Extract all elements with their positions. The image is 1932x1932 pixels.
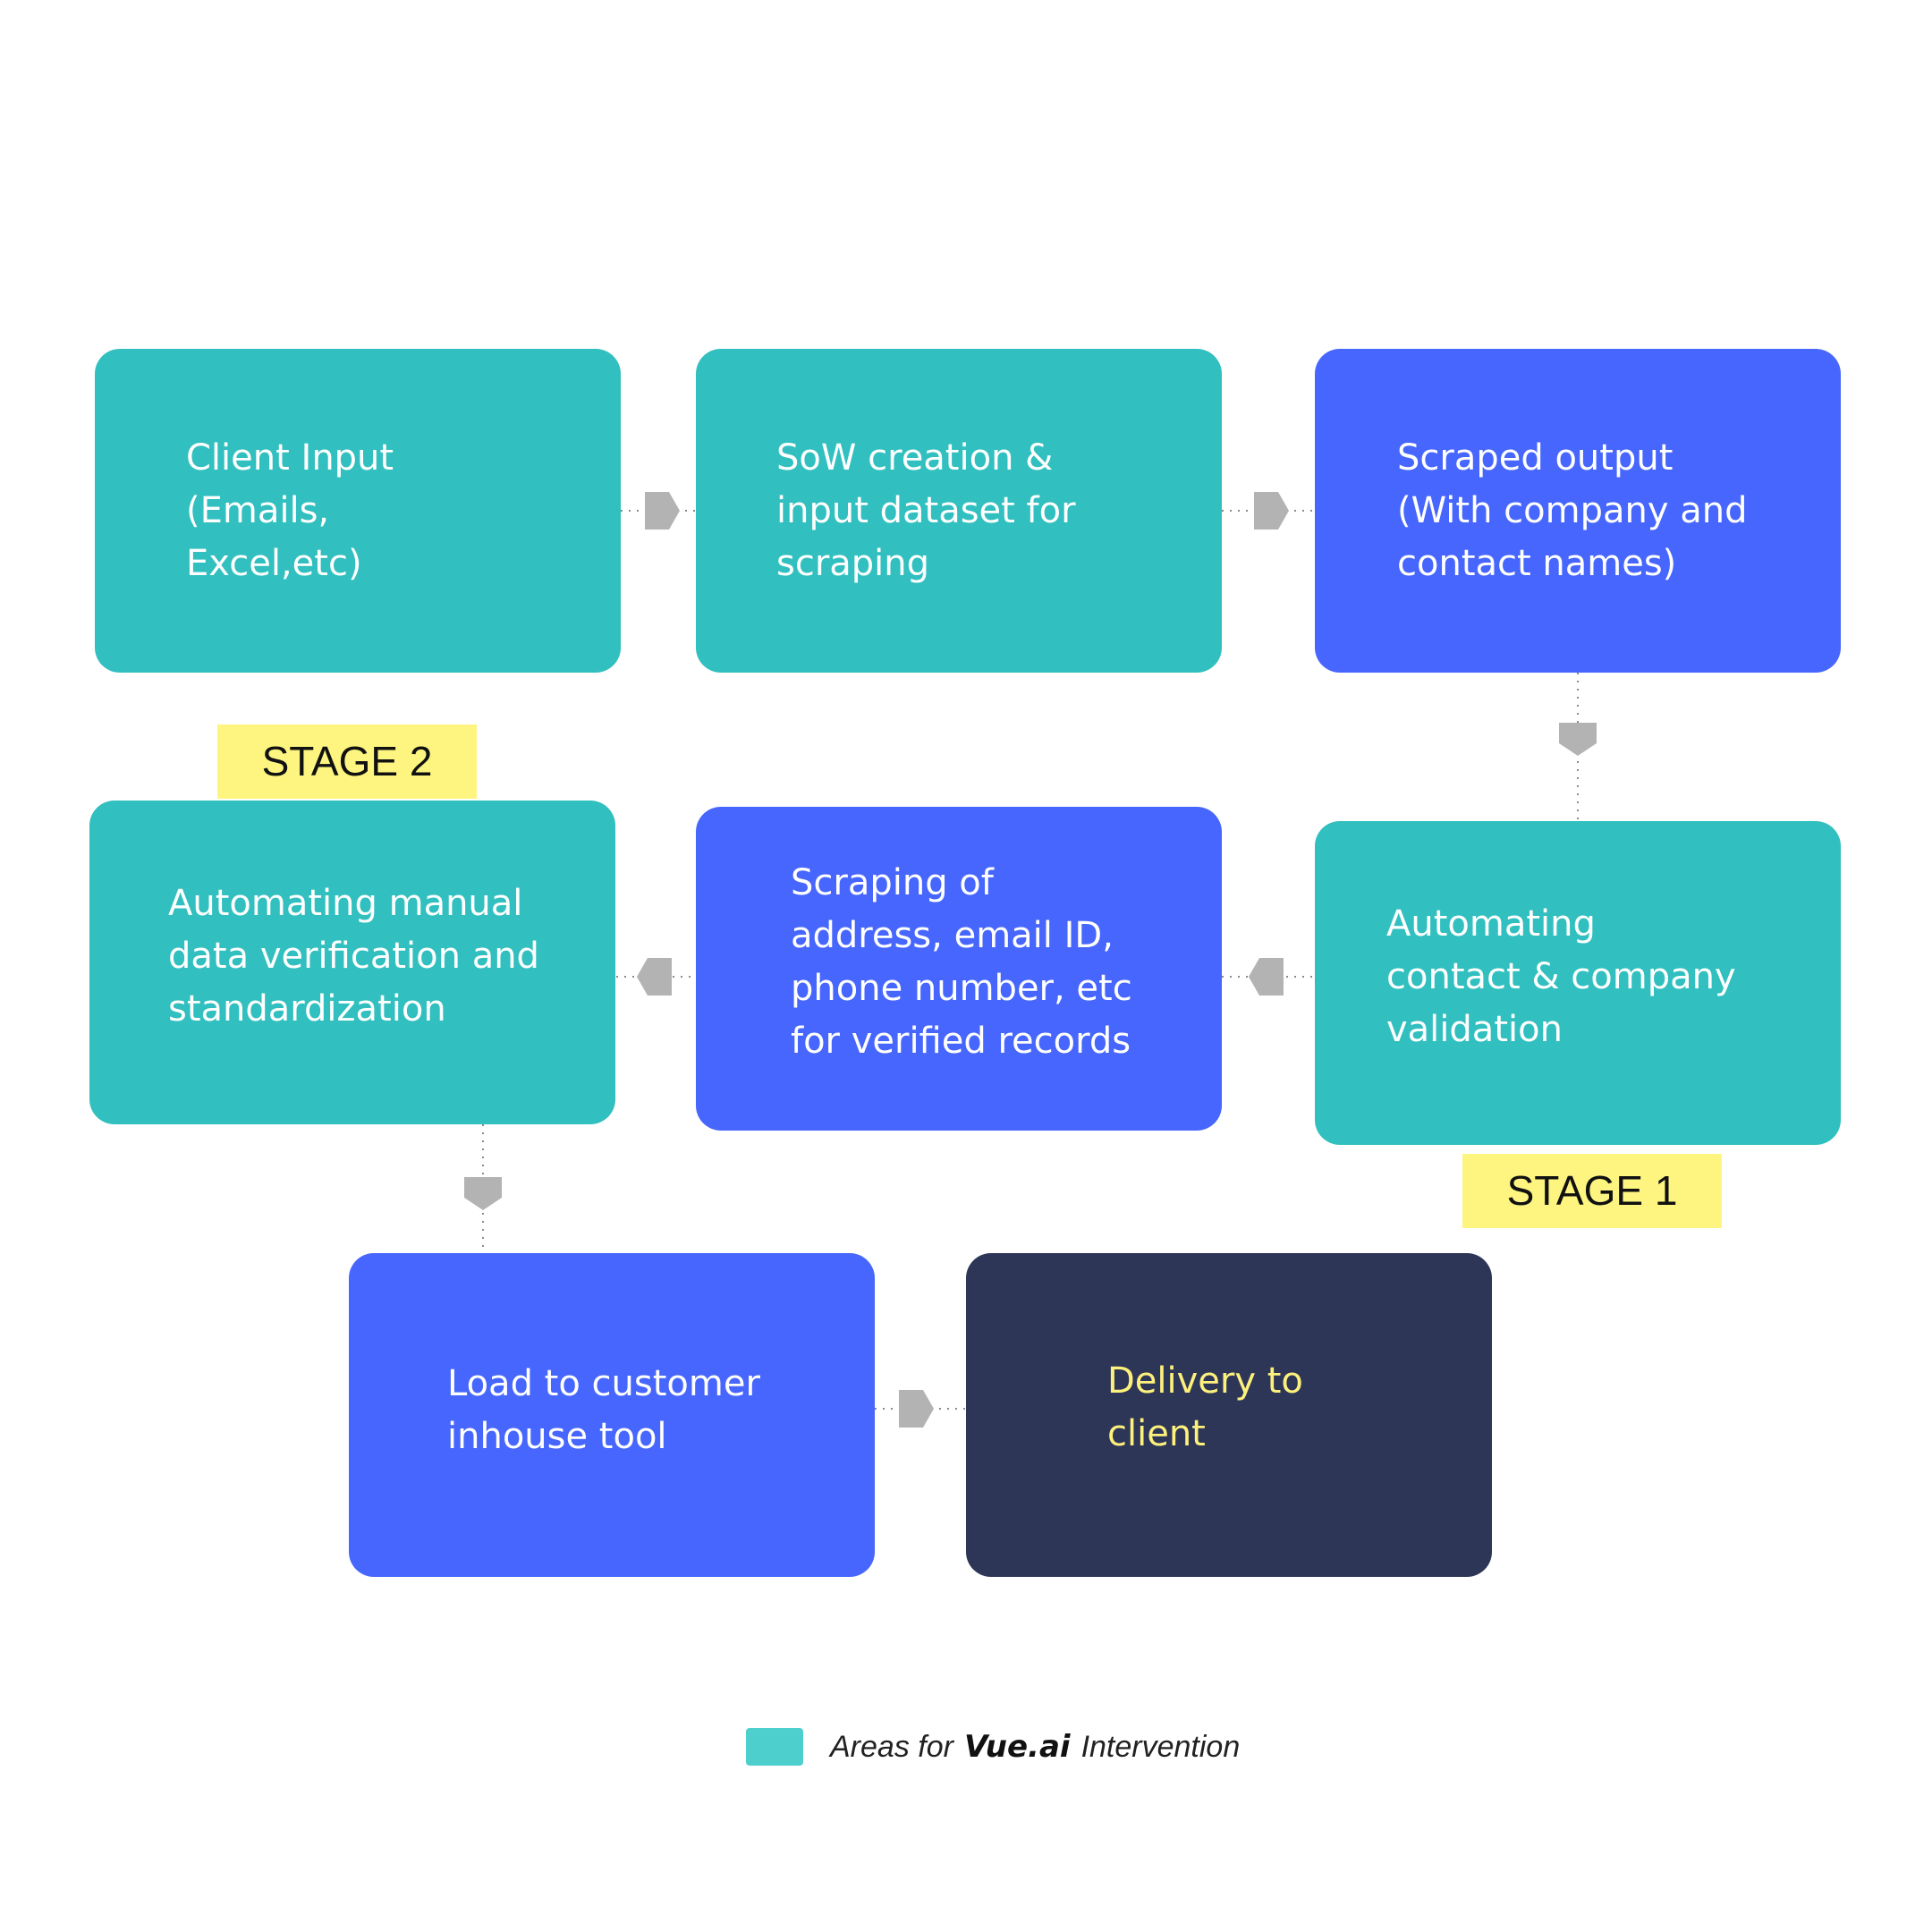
node-scraped-output-label: Scraped output (With company and contact… [1397, 436, 1748, 584]
arrow-left-icon [637, 958, 672, 996]
node-load-inhouse: Load to customer inhouse tool [349, 1253, 875, 1577]
node-delivery-label: Delivery to client [1107, 1360, 1303, 1454]
node-load-inhouse-label: Load to customer inhouse tool [447, 1363, 760, 1457]
arrow-right-icon [899, 1390, 934, 1428]
node-scraped-output: Scraped output (With company and contact… [1315, 349, 1841, 673]
legend-suffix: Intervention [1080, 1729, 1241, 1764]
node-delivery: Delivery to client [966, 1253, 1492, 1577]
arrow-right-icon [645, 492, 680, 530]
node-contact-validation-label: Automating contact & company validation [1386, 902, 1736, 1050]
node-client-input-label: Client Input (Emails, Excel,etc) [186, 436, 394, 584]
legend-prefix: Areas for [830, 1729, 953, 1764]
stage-2-tag: STAGE 2 [217, 724, 477, 799]
node-scraping-address: Scraping of address, email ID, phone num… [696, 807, 1222, 1131]
node-contact-validation: Automating contact & company validation [1315, 821, 1841, 1145]
node-sow-creation: SoW creation & input dataset for scrapin… [696, 349, 1222, 673]
node-client-input: Client Input (Emails, Excel,etc) [95, 349, 621, 673]
node-scraping-address-label: Scraping of address, email ID, phone num… [791, 862, 1132, 1062]
node-sow-creation-label: SoW creation & input dataset for scrapin… [776, 436, 1076, 584]
legend-swatch [746, 1728, 803, 1766]
arrow-down-icon [1559, 723, 1597, 756]
node-automating-manual: Automating manual data verification and … [89, 801, 615, 1124]
arrow-right-icon [1254, 492, 1289, 530]
stage-1-tag: STAGE 1 [1462, 1154, 1722, 1228]
legend-brand-logo: Vue.ai [963, 1729, 1071, 1765]
arrow-down-icon [464, 1177, 502, 1210]
legend: Areas for Vue.ai Intervention [746, 1726, 1240, 1767]
arrow-left-icon [1249, 958, 1284, 996]
node-automating-manual-label: Automating manual data verification and … [168, 882, 539, 1030]
